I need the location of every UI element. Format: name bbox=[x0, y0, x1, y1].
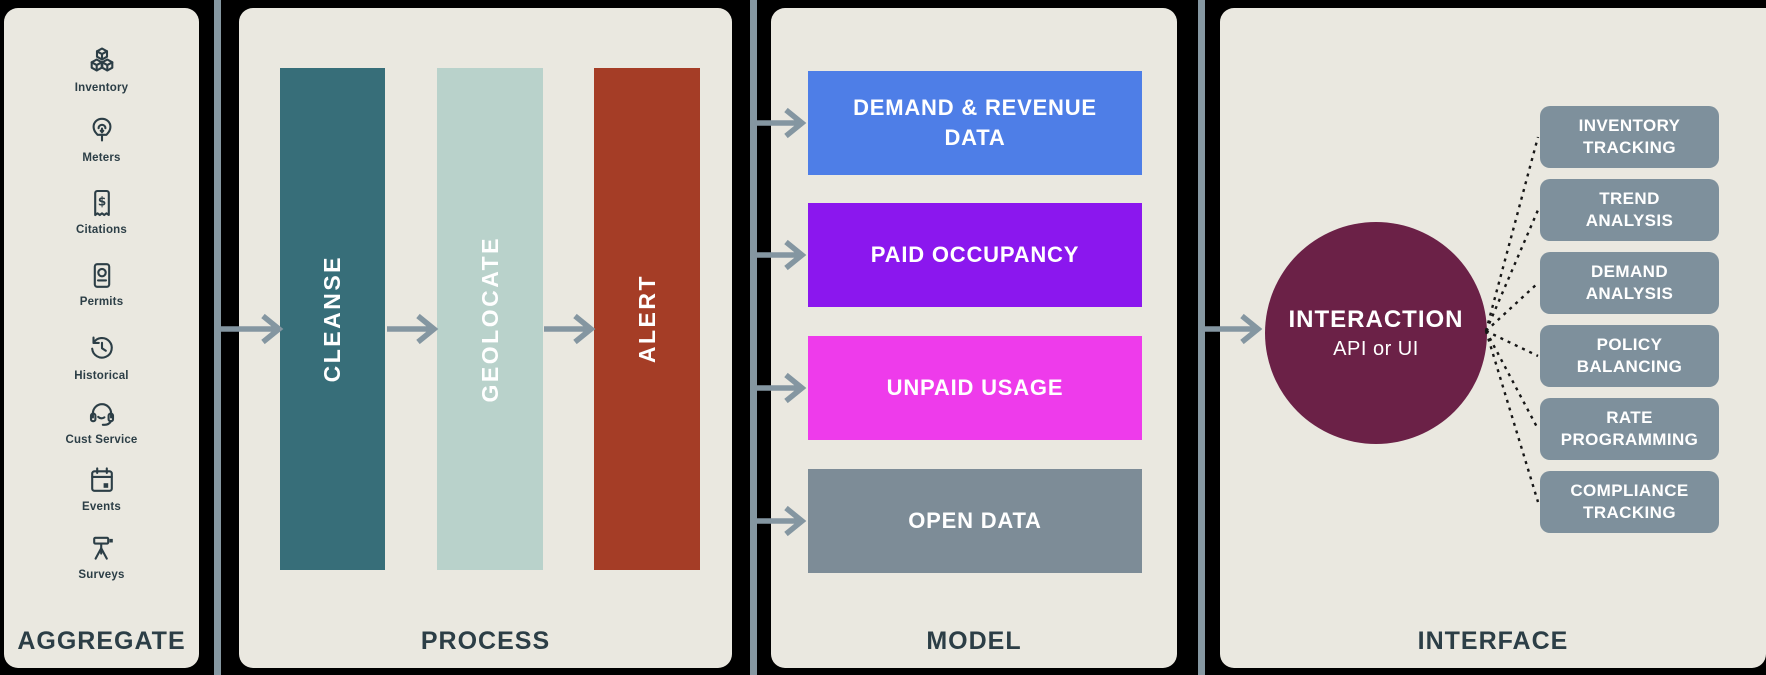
hub-title: INTERACTION bbox=[1288, 305, 1464, 333]
events-calendar-icon bbox=[84, 463, 120, 499]
source-item-meters: Meters bbox=[4, 114, 199, 164]
history-clock-icon bbox=[84, 332, 120, 368]
source-label: Cust Service bbox=[65, 434, 138, 446]
source-label: Inventory bbox=[74, 82, 129, 94]
panel-model-title: MODEL bbox=[926, 627, 1022, 655]
stage-bar-label: GEOLOCATE bbox=[476, 235, 503, 403]
citation-receipt-icon: $ bbox=[84, 186, 120, 222]
panel-process-title: PROCESS bbox=[420, 627, 551, 655]
source-item-cust-service: Cust Service bbox=[4, 396, 199, 446]
source-item-permits: Permits bbox=[4, 258, 199, 308]
permit-book-icon bbox=[84, 258, 120, 294]
source-label: Meters bbox=[82, 152, 121, 164]
panel-aggregate-title: AGGREGATE bbox=[17, 627, 186, 655]
survey-tripod-icon bbox=[84, 531, 120, 567]
source-label: Citations bbox=[76, 224, 127, 236]
source-label: Events bbox=[82, 501, 121, 513]
panel-divider bbox=[1198, 0, 1205, 675]
stage-bar-label: ALERT bbox=[633, 274, 660, 364]
source-item-inventory: Inventory bbox=[4, 44, 199, 94]
svg-text:$: $ bbox=[97, 195, 105, 209]
stage-bar-label: CLEANSE bbox=[319, 255, 345, 383]
panel-model: DEMAND & REVENUE DATA PAID OCCUPANCY UNP… bbox=[771, 8, 1177, 668]
capability-box-inventory-tracking: INVENTORY TRACKING bbox=[1540, 106, 1719, 168]
panel-aggregate: Inventory Meters $ Citations bbox=[4, 8, 199, 668]
capability-box-policy-balancing: POLICY BALANCING bbox=[1540, 325, 1719, 387]
source-label: Permits bbox=[79, 296, 124, 308]
source-item-historical: Historical bbox=[4, 332, 199, 382]
model-box-demand-revenue: DEMAND & REVENUE DATA bbox=[808, 71, 1142, 175]
stage-bar-geolocate: GEOLOCATE bbox=[437, 68, 543, 570]
panel-divider bbox=[750, 0, 757, 675]
parking-meter-icon bbox=[84, 114, 120, 150]
source-item-citations: $ Citations bbox=[4, 186, 199, 236]
stage-bar-cleanse: CLEANSE bbox=[280, 68, 385, 570]
inventory-cubes-icon bbox=[84, 44, 120, 80]
capability-box-compliance-tracking: COMPLIANCE TRACKING bbox=[1540, 471, 1719, 533]
capability-box-demand-analysis: DEMAND ANALYSIS bbox=[1540, 252, 1719, 314]
source-label: Surveys bbox=[78, 569, 125, 581]
panel-interface-title: INTERFACE bbox=[1417, 627, 1569, 655]
panel-divider bbox=[214, 0, 221, 675]
model-box-open-data: OPEN DATA bbox=[808, 469, 1142, 573]
source-item-surveys: Surveys bbox=[4, 531, 199, 581]
source-item-events: Events bbox=[4, 463, 199, 513]
model-box-unpaid-usage: UNPAID USAGE bbox=[808, 336, 1142, 440]
model-box-paid-occupancy: PAID OCCUPANCY bbox=[808, 203, 1142, 307]
stage-bar-alert: ALERT bbox=[594, 68, 700, 570]
headset-icon bbox=[84, 396, 120, 432]
source-label: Historical bbox=[74, 370, 129, 382]
hub-subtitle: API or UI bbox=[1333, 337, 1419, 360]
capability-box-trend-analysis: TREND ANALYSIS bbox=[1540, 179, 1719, 241]
panel-interface: INTERACTION API or UI INVENTORY TRACKING… bbox=[1220, 8, 1766, 668]
capability-box-rate-programming: RATE PROGRAMMING bbox=[1540, 398, 1719, 460]
panel-process: CLEANSE GEOLOCATE ALERT PROCESS bbox=[239, 8, 732, 668]
interaction-hub-circle: INTERACTION API or UI bbox=[1265, 222, 1487, 444]
